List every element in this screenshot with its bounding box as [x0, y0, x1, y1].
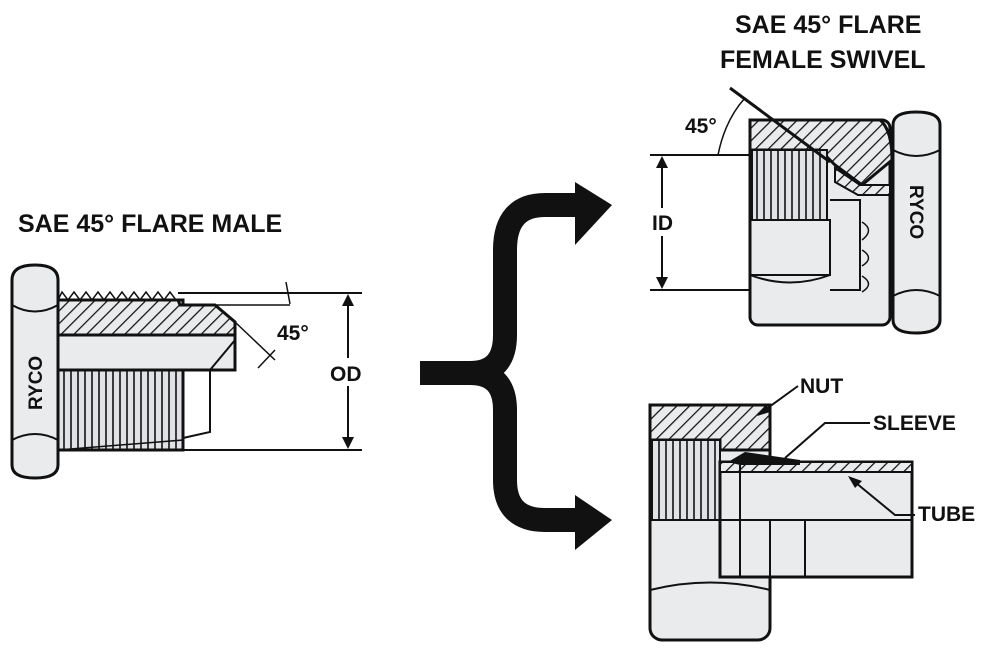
sleeve-label: SLEEVE [873, 412, 956, 435]
male-title: SAE 45° FLARE MALE [18, 210, 282, 238]
assembly-sleeve [728, 452, 800, 465]
od-label: OD [330, 363, 362, 386]
male-bore-band [56, 333, 237, 372]
female-brand-logo: RYCO [905, 185, 926, 239]
brace-connector [420, 182, 612, 550]
brace-upper-arm [420, 193, 585, 385]
male-fitting: SAE 45° FLARE MALE RYCO OD 45° [10, 210, 368, 480]
female-angle-label: 45° [685, 115, 717, 138]
female-title-line2: FEMALE SWIVEL [720, 46, 926, 74]
male-angle-label: 45° [277, 322, 309, 345]
tube-label: TUBE [918, 503, 975, 526]
nut-label: NUT [800, 375, 843, 398]
nut-sleeve-tube-assembly: NUT SLEEVE TUBE [648, 375, 975, 642]
arrow-up-right-icon [575, 182, 612, 245]
arrow-down-right-icon [575, 495, 612, 550]
male-brand-logo: RYCO [26, 356, 47, 410]
female-section-hatch [748, 118, 894, 187]
brace-lower-arm [469, 361, 585, 532]
id-label: ID [652, 212, 673, 235]
female-hex [891, 110, 942, 335]
female-thread [751, 149, 828, 221]
male-hex [10, 263, 60, 480]
male-section-hatch [56, 298, 237, 337]
female-title-line1: SAE 45° FLARE [735, 11, 921, 39]
male-flare-cone [182, 339, 236, 439]
female-swivel-fitting: SAE 45° FLARE FEMALE SWIVEL RYCO ID 45° [650, 11, 942, 335]
